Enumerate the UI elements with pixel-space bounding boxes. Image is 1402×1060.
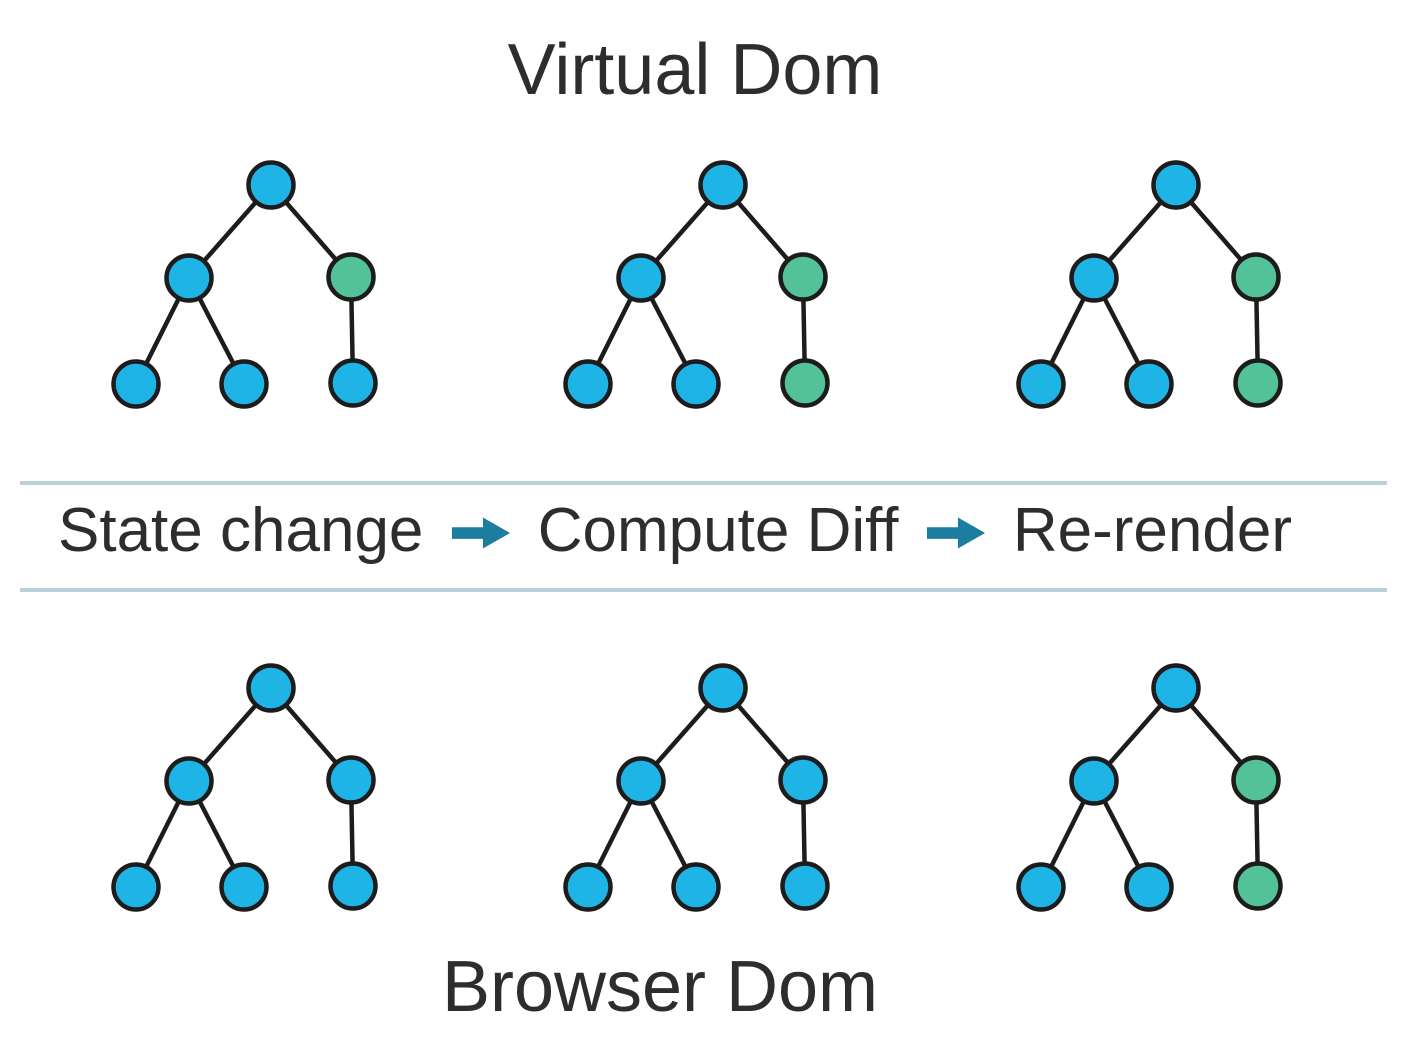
tree-node-left-right bbox=[671, 862, 721, 912]
browser-dom-tree-2 bbox=[563, 663, 830, 912]
tree-node-left-right bbox=[219, 359, 269, 409]
tree-node-left-left bbox=[111, 862, 161, 912]
tree-node-left-right bbox=[1124, 862, 1174, 912]
tree-node-root bbox=[1151, 663, 1201, 713]
right-arrow-icon bbox=[925, 512, 987, 554]
tree-node-left-right bbox=[671, 359, 721, 409]
process-step-state-change: State change bbox=[58, 496, 424, 565]
divider-line-top bbox=[20, 481, 1387, 485]
process-step-compute-diff: Compute Diff bbox=[537, 496, 899, 565]
tree-node-left-right bbox=[219, 862, 269, 912]
tree-node-left-left bbox=[1016, 359, 1066, 409]
tree-node-right-child bbox=[328, 358, 378, 408]
tree-node-left bbox=[616, 756, 666, 806]
tree-node-right-child bbox=[780, 861, 830, 911]
tree-node-right bbox=[778, 755, 828, 805]
tree-node-left bbox=[164, 756, 214, 806]
divider-line-bottom bbox=[20, 588, 1387, 592]
process-step-re-render: Re-render bbox=[1012, 496, 1292, 565]
virtual-dom-tree-2 bbox=[563, 160, 830, 409]
tree-node-right bbox=[326, 755, 376, 805]
process-bar: State change Compute Diff Re-render bbox=[58, 500, 1292, 562]
right-arrow-shape bbox=[451, 517, 510, 549]
tree-node-root bbox=[246, 160, 296, 210]
tree-node-left-right bbox=[1124, 359, 1174, 409]
tree-node-right bbox=[778, 252, 828, 302]
tree-node-left bbox=[1069, 756, 1119, 806]
tree-node-right-child bbox=[328, 861, 378, 911]
tree-node-right bbox=[326, 252, 376, 302]
browser-dom-title: Browser Dom bbox=[441, 947, 879, 1027]
tree-node-root bbox=[698, 160, 748, 210]
tree-node-left-left bbox=[563, 862, 613, 912]
tree-node-left-left bbox=[111, 359, 161, 409]
virtual-dom-tree-1 bbox=[111, 160, 378, 409]
tree-node-right-child bbox=[1233, 861, 1283, 911]
tree-node-right-child bbox=[780, 358, 830, 408]
browser-dom-tree-3 bbox=[1016, 663, 1283, 912]
tree-node-left bbox=[164, 253, 214, 303]
tree-node-left bbox=[616, 253, 666, 303]
tree-node-left bbox=[1069, 253, 1119, 303]
tree-node-root bbox=[246, 663, 296, 713]
tree-node-root bbox=[1151, 160, 1201, 210]
right-arrow-shape bbox=[926, 517, 985, 549]
virtual-dom-tree-3 bbox=[1016, 160, 1283, 409]
tree-node-right-child bbox=[1233, 358, 1283, 408]
virtual-dom-title: Virtual Dom bbox=[507, 30, 883, 110]
tree-node-right bbox=[1231, 252, 1281, 302]
tree-node-right bbox=[1231, 755, 1281, 805]
right-arrow-icon bbox=[450, 512, 512, 554]
tree-node-root bbox=[698, 663, 748, 713]
browser-dom-tree-1 bbox=[111, 663, 378, 912]
tree-node-left-left bbox=[1016, 862, 1066, 912]
tree-node-left-left bbox=[563, 359, 613, 409]
